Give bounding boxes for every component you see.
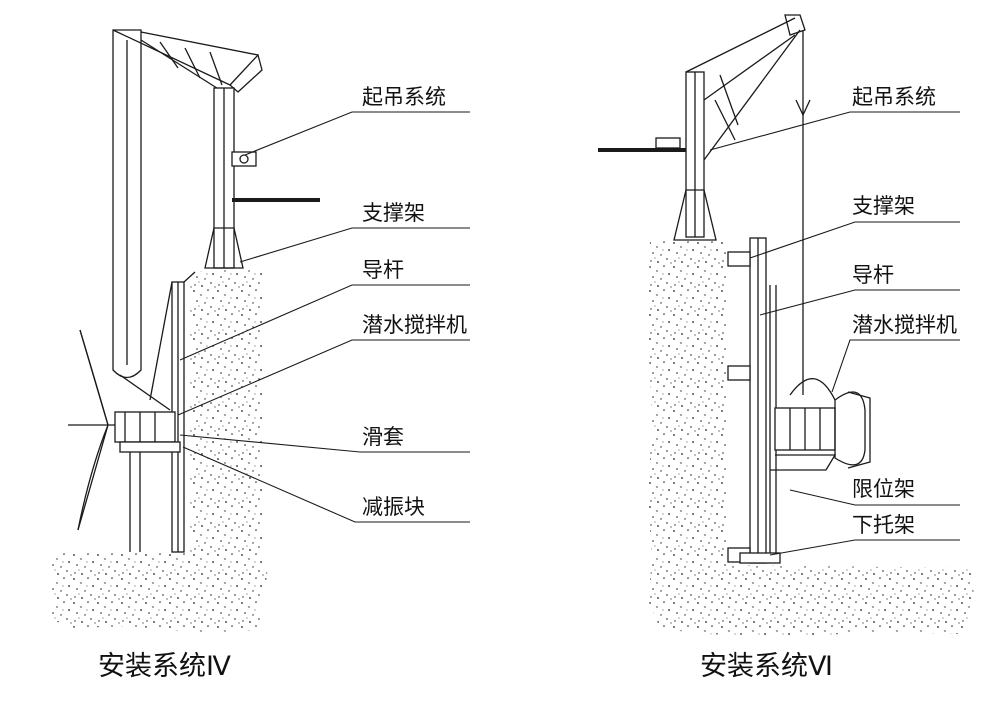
right-lifting-mast xyxy=(598,14,811,395)
left-label-mixer: 潜水搅拌机 xyxy=(362,313,467,337)
right-diagram: 起吊系统 支撑架 导杆 潜水搅拌机 限位架 下托架 安装系统Ⅵ xyxy=(598,14,975,682)
left-label-damper: 减振块 xyxy=(362,495,425,519)
right-concrete-ground xyxy=(648,240,975,636)
right-label-limit: 限位架 xyxy=(852,477,915,501)
right-label-mixer: 潜水搅拌机 xyxy=(852,313,957,337)
right-label-lifting: 起吊系统 xyxy=(852,85,936,109)
left-label-support: 支撑架 xyxy=(362,201,425,225)
right-label-lower: 下托架 xyxy=(852,513,915,537)
left-diagram: 起吊系统 支撑架 导杆 潜水搅拌机 滑套 减振块 安装系统Ⅳ xyxy=(52,29,470,682)
left-caption: 安装系统Ⅳ xyxy=(98,651,231,682)
left-label-lifting: 起吊系统 xyxy=(362,85,446,109)
left-submersible-mixer xyxy=(68,329,181,552)
left-lifting-boom xyxy=(112,29,263,411)
left-label-sleeve: 滑套 xyxy=(362,425,404,449)
right-label-support: 支撑架 xyxy=(852,194,915,218)
right-submersible-mixer xyxy=(770,378,871,471)
left-support-frame xyxy=(204,87,320,269)
left-concrete-ground xyxy=(52,268,268,633)
right-support-frame xyxy=(727,237,767,564)
right-caption: 安装系统Ⅵ xyxy=(700,651,833,682)
left-label-guide: 导杆 xyxy=(362,258,404,282)
right-label-guide: 导杆 xyxy=(852,263,894,287)
left-guide-rod xyxy=(149,271,196,553)
right-lower-bracket xyxy=(739,552,781,564)
